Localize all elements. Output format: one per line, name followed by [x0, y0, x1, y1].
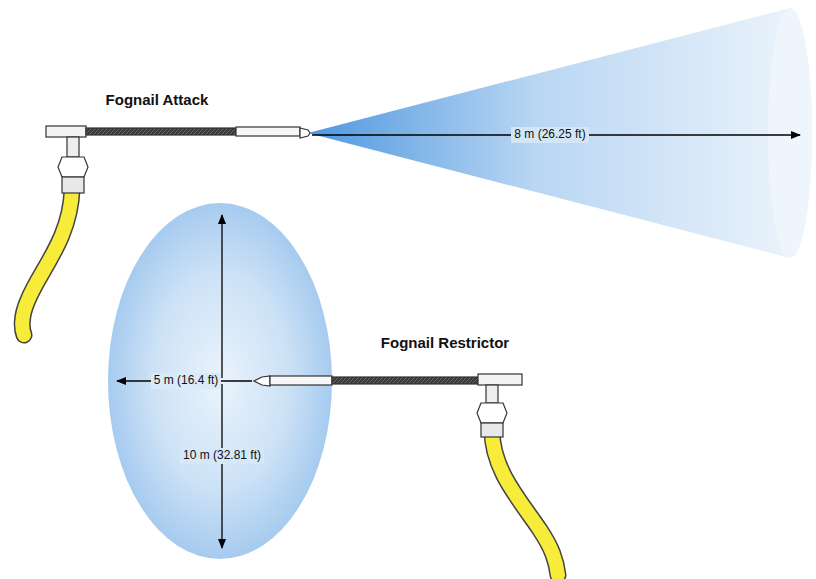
dimension: 5 m (16.4 ft) [151, 373, 222, 389]
attack-spray [308, 8, 812, 258]
restrictor-spray [108, 203, 332, 559]
hose [22, 190, 72, 335]
fognail-attack-tool [46, 126, 310, 193]
part-name: Fognail Restrictor [378, 333, 512, 352]
hose [492, 430, 558, 575]
part-name: Fognail Attack [103, 90, 212, 109]
fognail-restrictor-tool [254, 374, 522, 437]
height-arrow [221, 384, 222, 548]
height-arrow [221, 215, 222, 378]
hose [492, 430, 558, 575]
dimension: 10 m (32.81 ft) [180, 448, 264, 464]
dimension: 8 m (26.25 ft) [511, 127, 588, 143]
hose [22, 190, 72, 335]
